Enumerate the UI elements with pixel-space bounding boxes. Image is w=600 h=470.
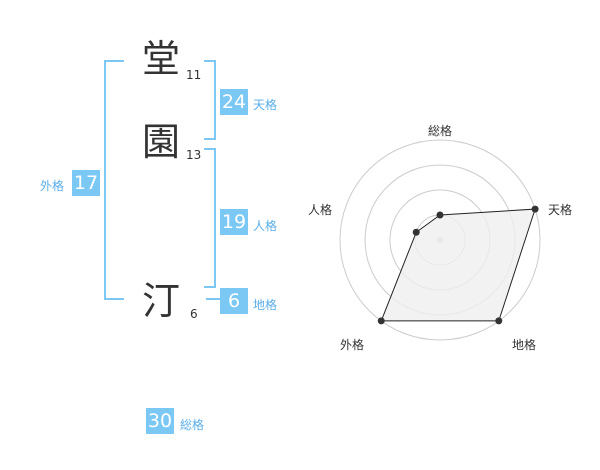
radar-point-2 bbox=[531, 205, 539, 213]
tenkaku-label: 天格 bbox=[253, 98, 278, 112]
soukaku-label: 総格 bbox=[180, 418, 205, 432]
tenkaku-bracket bbox=[204, 60, 216, 140]
gaikaku-bracket bbox=[104, 60, 124, 300]
radar-ring bbox=[339, 139, 541, 341]
name-char-3-strokes: 6 bbox=[190, 307, 198, 321]
chikaku-label: 地格 bbox=[253, 298, 278, 312]
radar-point-3 bbox=[495, 317, 503, 325]
radar-label-chikaku: 地格 bbox=[512, 338, 537, 352]
radar-label-gaikaku: 外格 bbox=[340, 338, 365, 352]
name-char-2: 園 bbox=[142, 120, 181, 164]
name-char-2-strokes: 13 bbox=[186, 148, 202, 162]
gaikaku-label: 外格 bbox=[40, 179, 65, 193]
gaikaku-value: 17 bbox=[72, 170, 100, 196]
radar-point-4 bbox=[377, 317, 385, 325]
chikaku-value: 6 bbox=[220, 288, 248, 314]
soukaku-value: 30 bbox=[146, 408, 174, 434]
radar-chart bbox=[339, 139, 541, 341]
radar-point-1 bbox=[436, 211, 444, 219]
jinkaku-bracket bbox=[204, 148, 216, 288]
radar-point-5 bbox=[412, 228, 420, 236]
tenkaku-value: 24 bbox=[220, 89, 248, 115]
radar-label-soukaku: 総格 bbox=[428, 124, 453, 138]
radar-label-tenkaku: 天格 bbox=[548, 203, 573, 217]
radar-data-area bbox=[380, 208, 536, 322]
chikaku-connector bbox=[206, 298, 220, 300]
radar-label-jinkaku: 人格 bbox=[308, 203, 333, 217]
radar-points bbox=[377, 205, 539, 325]
jinkaku-label: 人格 bbox=[253, 219, 278, 233]
name-char-3: 汀 bbox=[142, 279, 181, 323]
name-char-1-strokes: 11 bbox=[186, 68, 202, 82]
name-char-1: 堂 bbox=[142, 37, 181, 81]
jinkaku-value: 19 bbox=[220, 209, 248, 235]
